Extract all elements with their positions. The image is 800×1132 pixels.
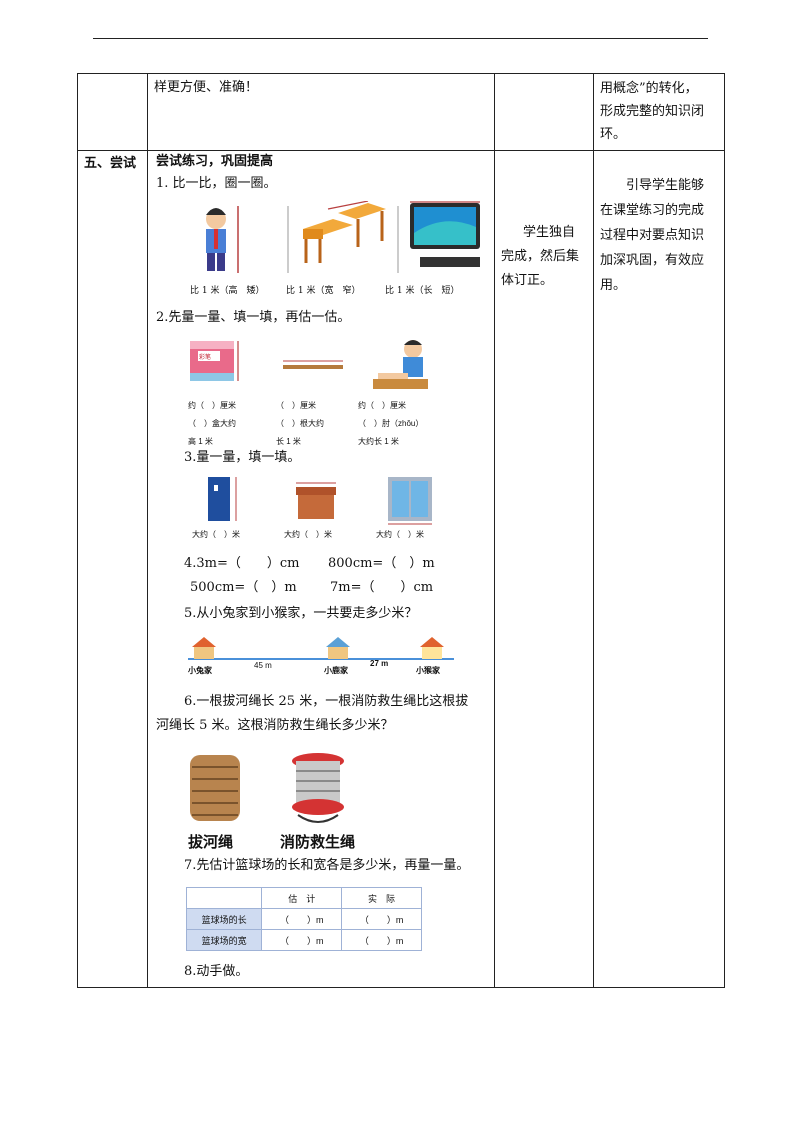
q5-place-2: 小鹿家 [324, 666, 348, 675]
q2-item-3-line: 大约长 1 米 [358, 437, 399, 446]
q4-line2-right: 7m=（ ）cm [330, 580, 434, 595]
q2-illustrations: 彩笔 [190, 340, 428, 389]
intent-line: 加深巩固，有效应 [600, 253, 705, 268]
q2-item-2-line: 长 1 米 [276, 437, 301, 446]
table-row: 篮球场的长 （ ）m （ ）m [185, 908, 422, 930]
q6-line2: 河绳长 5 米。这根消防救生绳长多少米？ [156, 718, 394, 733]
q5-distance-2: 27 m [370, 659, 389, 668]
table-cell: 实 际 [341, 887, 422, 909]
intent-line: 在课堂练习的完成 [600, 203, 705, 218]
table-cell: 篮球场的长 [185, 908, 263, 930]
activity-line: 完成，然后集 [501, 249, 580, 264]
table-row: 估 计 实 际 [185, 887, 422, 909]
table-cell: 估 计 [261, 887, 343, 909]
q6-label-1: 拔河绳 [188, 833, 234, 851]
q6-line1: 6.一根拔河绳长 25 米，一根消防救生绳比这根拔 [184, 694, 469, 709]
child-arm-icon [373, 340, 428, 389]
q4-line2-left: 500cm=（ ）m [190, 580, 297, 595]
boy-icon [206, 206, 239, 273]
q3-illustrations [208, 477, 432, 525]
header-rule [93, 38, 708, 39]
lesson-table: 样更方便、准确！ 用概念”的转化， 形成完整的知识闭 环。 五、尝试 尝试练习，… [77, 73, 725, 988]
intent-line: 过程中对要点知识 [600, 228, 705, 243]
desks-icon [303, 201, 386, 263]
q1-caption-3: 比 1 米（长 短） [385, 286, 460, 296]
q5-distance-1: 45 m [254, 661, 272, 670]
q7-text: 7.先估计篮球场的长和宽各是多少米，再量一量。 [184, 858, 470, 873]
q3-caption-3: 大约（ ）米 [376, 530, 424, 539]
computer-icon [410, 201, 480, 267]
table-row: 五、尝试 尝试练习，巩固提高 1. 比一比，圈一圈。 [77, 150, 725, 988]
q2-item-1-line: 高 1 米 [188, 437, 213, 446]
q7-table: 估 计 实 际 篮球场的长 （ ）m （ ）m 篮球场的宽 （ ）m （ ）m [185, 887, 422, 951]
q1-illustrations [206, 201, 480, 273]
crayon-box-label: 彩笔 [199, 353, 211, 361]
activity-cell: 学生独自 完成，然后集 体订正。 [494, 150, 594, 988]
q5-text: 5.从小兔家到小猴家，一共要走多少米？ [184, 606, 418, 621]
q5-place-3: 小猴家 [416, 666, 440, 675]
q8-text: 8.动手做。 [184, 964, 249, 979]
q3-caption-1: 大约（ ）米 [192, 530, 240, 539]
exercise-cell: 尝试练习，巩固提高 1. 比一比，圈一圈。 [147, 150, 495, 988]
q2-item-2-line: （ ）根大约 [276, 419, 324, 428]
table-row: 篮球场的宽 （ ）m （ ）m [185, 929, 422, 951]
intent-line: 用。 [600, 278, 627, 293]
q2-item-3-line: （ ）肘（zhǒu） [358, 419, 424, 428]
q1-caption-2: 比 1 米（宽 窄） [286, 286, 361, 296]
stage-cell: 五、尝试 [77, 150, 148, 988]
table-cell [185, 887, 263, 909]
stage-cell-empty [77, 73, 148, 151]
note-line: 用概念”的转化， [600, 81, 698, 96]
table-cell: 篮球场的宽 [185, 929, 263, 951]
table-row: 样更方便、准确！ 用概念”的转化， 形成完整的知识闭 环。 [77, 73, 725, 151]
note-line: 形成完整的知识闭 [600, 104, 705, 119]
activity-line: 学生独自 [523, 225, 576, 240]
q5-place-1: 小兔家 [188, 666, 212, 675]
q3-caption-2: 大约（ ）米 [284, 530, 332, 539]
note-cell: 用概念”的转化， 形成完整的知识闭 环。 [593, 73, 725, 151]
q2-item-1-line: （ ）盒大约 [188, 419, 236, 428]
q4-line1-left: 4.3m=（ ）cm [184, 556, 300, 571]
q2-text: 2.先量一量、填一填，再估一估。 [156, 310, 351, 325]
door-icon [208, 477, 237, 521]
activity-line: 体订正。 [501, 273, 554, 288]
note-line: 环。 [600, 127, 627, 142]
q5-route-illustration [188, 637, 454, 660]
ruler-stick-icon [283, 360, 343, 369]
crayon-box-icon [190, 341, 239, 381]
q6-label-2: 消防救生绳 [280, 833, 356, 851]
intent-cell: 引导学生能够 在课堂练习的完成 过程中对要点知识 加深巩固，有效应 用。 [593, 150, 725, 988]
q2-item-2-line: （ ）厘米 [276, 401, 316, 410]
q6-illustrations [190, 753, 344, 823]
content-text: 样更方便、准确！ [154, 80, 259, 95]
rescue-rope-reel-icon [292, 753, 344, 823]
table-cell: （ ）m [341, 908, 422, 930]
stage-label: 五、尝试 [84, 156, 137, 171]
table-cell: （ ）m [261, 908, 343, 930]
activity-cell-empty [494, 73, 594, 151]
window-icon [388, 477, 432, 525]
section-heading: 尝试练习，巩固提高 [156, 154, 274, 169]
q1-text: 1. 比一比，圈一圈。 [156, 176, 277, 191]
desk-icon [296, 482, 336, 519]
content-cell: 样更方便、准确！ [147, 73, 495, 151]
house-icon [192, 637, 216, 659]
intent-line: 引导学生能够 [626, 178, 705, 193]
q4-line1-right: 800cm=（ ）m [328, 556, 435, 571]
q2-item-3-line: 约（ ）厘米 [358, 401, 406, 410]
rope-coil-icon [190, 755, 240, 821]
q2-item-1-line: 约（ ）厘米 [188, 401, 236, 410]
table-cell: （ ）m [341, 929, 422, 951]
q3-text: 3.量一量，填一填。 [184, 450, 301, 465]
house-icon [420, 637, 444, 659]
house-icon [326, 637, 350, 659]
table-cell: （ ）m [261, 929, 343, 951]
q1-caption-1: 比 1 米（高 矮） [190, 286, 265, 296]
